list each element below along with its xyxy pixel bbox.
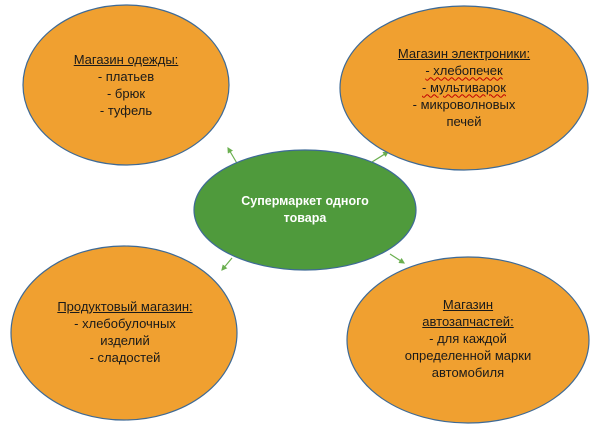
electronics-item-4: печей xyxy=(446,113,482,129)
connector-autoparts xyxy=(389,253,406,264)
clothing-item-1: - платьев xyxy=(97,69,155,84)
center-node-text: Супермаркет одного товара xyxy=(228,185,382,235)
clothing-node-text: Магазин одежды: - платьев - брюк - туфел… xyxy=(46,40,206,130)
electronics-item-1: - хлебопечек xyxy=(425,62,503,78)
autoparts-item-2: определенной марки xyxy=(404,347,532,363)
electronics-item-2: - мультиварок xyxy=(422,79,506,95)
connector-grocery xyxy=(221,257,233,271)
grocery-node-text: Продуктовый магазин: - хлебобулочных изд… xyxy=(40,292,210,372)
clothing-item-3: - туфель xyxy=(99,103,153,118)
center-ellipse xyxy=(193,149,417,271)
autoparts-title-line2: автозапчастей: xyxy=(422,313,514,329)
autoparts-item-1: - для каждой xyxy=(429,330,507,346)
grocery-title: Продуктовый магазин: xyxy=(57,299,193,314)
electronics-ellipse xyxy=(339,5,589,171)
grocery-item-1: - хлебобулочных xyxy=(74,316,176,331)
autoparts-item-3: автомобиля xyxy=(431,364,505,380)
electronics-title: Магазин электроники: xyxy=(397,45,531,61)
electronics-item-3: - микроволновых xyxy=(412,96,516,112)
clothing-title: Магазин одежды: xyxy=(73,52,179,67)
autoparts-ellipse xyxy=(346,256,590,424)
grocery-item-3: - сладостей xyxy=(89,350,161,365)
autoparts-node-text: Магазин автозапчастей: - для каждой опре… xyxy=(388,288,548,388)
electronics-node-text: Магазин электроники: - хлебопечек - муль… xyxy=(369,42,559,132)
clothing-item-2: - брюк xyxy=(106,86,146,101)
clothing-ellipse xyxy=(22,4,230,166)
connector-electronics xyxy=(371,151,390,163)
grocery-item-2: изделий xyxy=(100,333,150,348)
center-label: Супермаркет одного товара xyxy=(241,194,369,225)
grocery-ellipse xyxy=(10,245,238,421)
autoparts-title-line1: Магазин xyxy=(442,296,494,312)
